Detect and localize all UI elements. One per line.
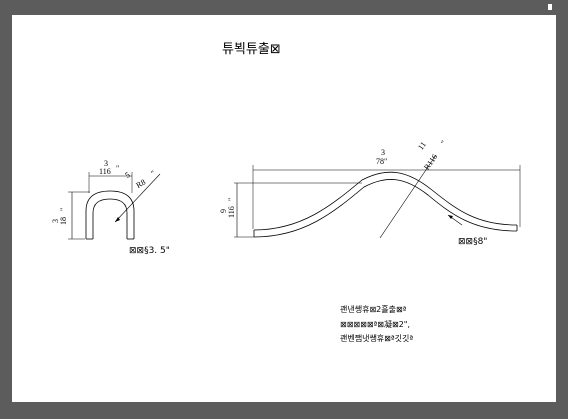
wave-profile-inner (253, 179, 518, 238)
left-bar (0, 15, 12, 402)
drawing-sheet: 튜뵉튜출⊠ 3 116 " 5 R8 " 3 18 " ⊠⊠§3. 5" 3 7… (12, 15, 556, 402)
u-height-denominator: 18 (59, 217, 68, 225)
top-bar (0, 0, 568, 15)
u-length-label: ⊠⊠§3. 5" (129, 246, 170, 256)
wave-radius-leader (379, 154, 437, 239)
wave-length-label: ⊠⊠§8" (458, 237, 488, 247)
wave-height-mark: " (227, 197, 236, 201)
u-width-numerator: 3 (104, 159, 108, 168)
u-width-mark: " (116, 164, 120, 173)
u-width-denominator: 116 (99, 167, 111, 176)
wave-width-numerator: 3 (381, 148, 385, 157)
drawing-title: 튜뵉튜출⊠ (222, 42, 281, 57)
wave-width-denominator: 78" (376, 157, 388, 166)
wave-profile-outer (253, 171, 518, 231)
note-line-3: 괜벤쨉냇쌩휴⊠ª깃깃ª (340, 334, 414, 343)
u-height-mark: " (59, 207, 68, 211)
bottom-bar (0, 402, 568, 419)
technical-drawing (68, 154, 521, 240)
u-profile-outer (85, 190, 135, 239)
note-line-1: 괜낸쌩휴⊠2흘출⊠ª (340, 305, 407, 314)
u-profile-inner (92, 198, 128, 239)
right-scrollbar[interactable] (556, 15, 568, 402)
wave-height-denominator: 116 (227, 206, 236, 218)
note-line-2: ⊠⊠⊠⊠⊠ª⊠凝⊠2", (340, 320, 411, 329)
u-radius-leader (114, 173, 161, 223)
corner-marker (548, 4, 552, 10)
